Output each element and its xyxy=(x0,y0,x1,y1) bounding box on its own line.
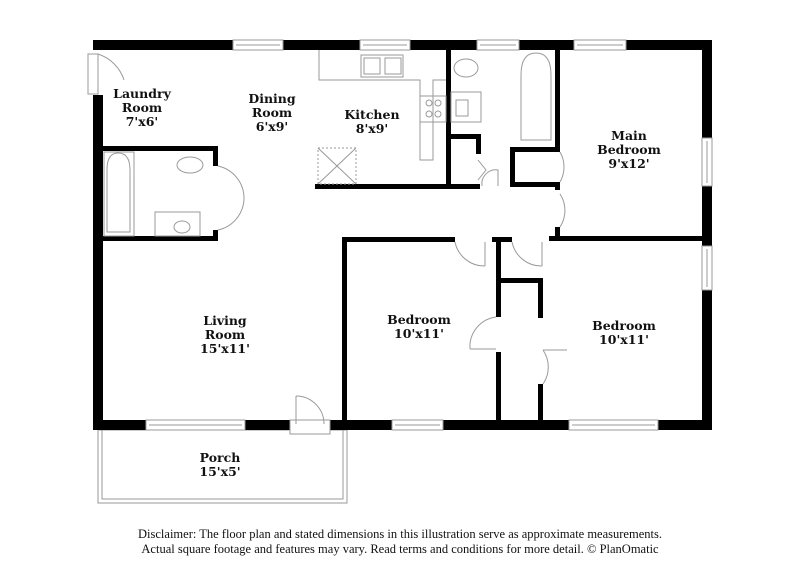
walls xyxy=(93,40,712,430)
disclaimer-line-1: Disclaimer: The floor plan and stated di… xyxy=(138,527,662,541)
room-dimensions: 15'x5' xyxy=(199,464,241,479)
room-name: Kitchen xyxy=(344,107,400,122)
room-label-living: Living Room 15'x11' xyxy=(200,314,250,356)
room-name: Laundry xyxy=(113,86,171,101)
room-label-kitchen: Kitchen 8'x9' xyxy=(344,108,399,136)
room-dimensions: 15'x11' xyxy=(200,341,250,356)
room-label-dining: Dining Room 6'x9' xyxy=(248,92,295,134)
room-dimensions: 10'x11' xyxy=(599,332,649,347)
room-label-laundry: Laundry Room 7'x6' xyxy=(113,87,171,129)
room-name: Bedroom xyxy=(387,312,451,327)
room-dimensions: 8'x9' xyxy=(355,121,389,136)
room-label-main-bedroom: Main Bedroom 9'x12' xyxy=(597,129,661,171)
windows xyxy=(145,39,713,431)
room-name: Main xyxy=(611,128,647,143)
room-label-porch: Porch 15'x5' xyxy=(199,451,240,479)
room-dimensions: 10'x11' xyxy=(394,326,444,341)
room-name: Bedroom xyxy=(597,142,661,157)
room-name: Room xyxy=(204,327,246,342)
room-label-bedroom-1: Bedroom 10'x11' xyxy=(387,313,451,341)
room-name: Porch xyxy=(199,450,241,465)
room-dimensions: 9'x12' xyxy=(608,156,650,171)
disclaimer-line-2: Actual square footage and features may v… xyxy=(141,542,659,556)
room-dimensions: 7'x6' xyxy=(125,114,159,129)
room-label-bedroom-2: Bedroom 10'x11' xyxy=(592,319,656,347)
doors xyxy=(87,53,567,435)
room-name: Bedroom xyxy=(592,318,656,333)
fixtures xyxy=(103,50,552,237)
room-name: Room xyxy=(251,105,293,120)
room-name: Dining xyxy=(248,91,296,106)
room-name: Living xyxy=(203,313,247,328)
room-dimensions: 6'x9' xyxy=(255,119,289,134)
room-name: Room xyxy=(121,100,163,115)
